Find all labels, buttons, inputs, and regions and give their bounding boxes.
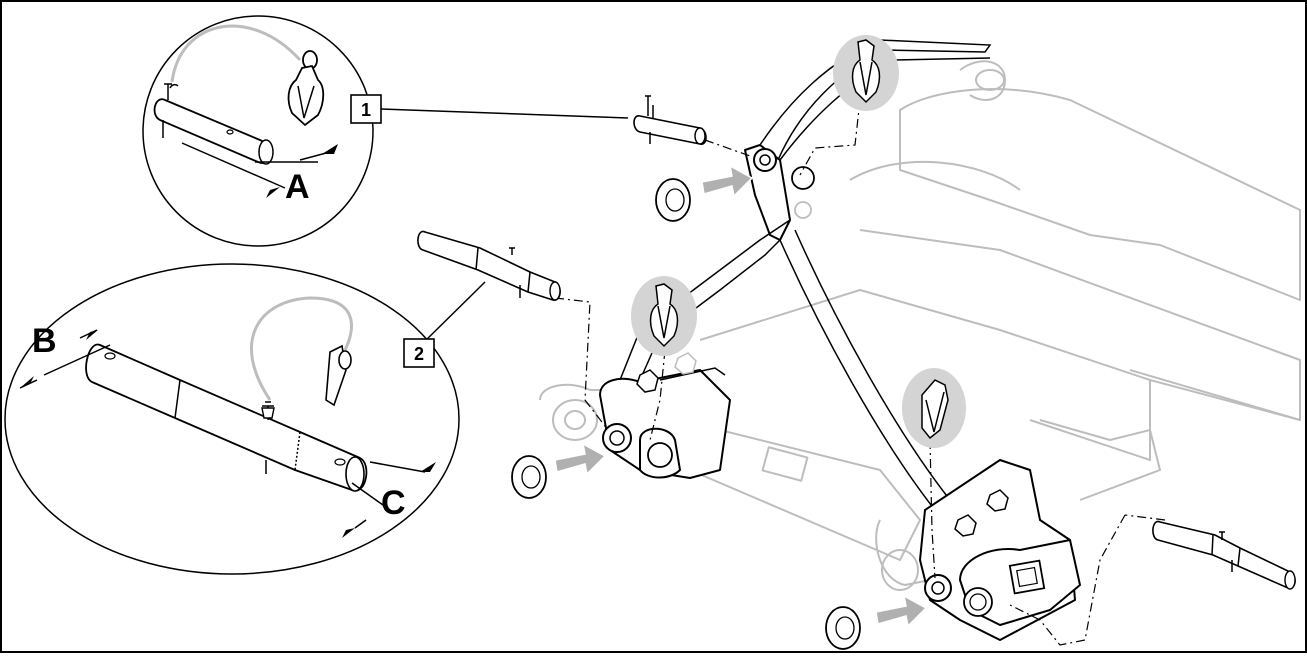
insert-arrow-bottom bbox=[875, 594, 928, 628]
attachment-bracket bbox=[599, 39, 1081, 641]
dimension-label-c: C bbox=[381, 484, 406, 522]
callout-box-2: 2 bbox=[403, 338, 435, 368]
loader-frame-grey bbox=[539, 60, 1301, 591]
bushing-lower-right bbox=[924, 574, 993, 617]
callout-2-label: 2 bbox=[414, 344, 424, 364]
pin-1-loose bbox=[633, 95, 707, 145]
dimension-label-b: B bbox=[32, 322, 57, 360]
washer-middle bbox=[511, 455, 547, 499]
insert-arrow-top bbox=[701, 164, 754, 198]
hex-bolts bbox=[636, 352, 1009, 537]
washer-bottom bbox=[825, 606, 861, 650]
clip-detail-middle bbox=[631, 276, 697, 356]
pin-lower-right-loose bbox=[1152, 520, 1296, 590]
insert-arrow-middle bbox=[554, 442, 607, 476]
bushing-lower-left bbox=[602, 423, 681, 479]
detail-ellipse-pin-2 bbox=[4, 263, 460, 575]
dimension-label-a: A bbox=[285, 168, 310, 206]
washer-top bbox=[655, 178, 691, 222]
clip-detail-right bbox=[902, 368, 966, 448]
callout-1-label: 1 bbox=[361, 100, 371, 120]
alignment-lines bbox=[554, 99, 1166, 646]
callout-box-1: 1 bbox=[350, 94, 382, 124]
bushing-upper bbox=[753, 148, 815, 219]
detail-circle-pin-1 bbox=[142, 15, 374, 247]
clip-detail-top bbox=[833, 35, 899, 111]
callout-leaders bbox=[380, 108, 629, 347]
pin-2-loose bbox=[417, 230, 561, 301]
